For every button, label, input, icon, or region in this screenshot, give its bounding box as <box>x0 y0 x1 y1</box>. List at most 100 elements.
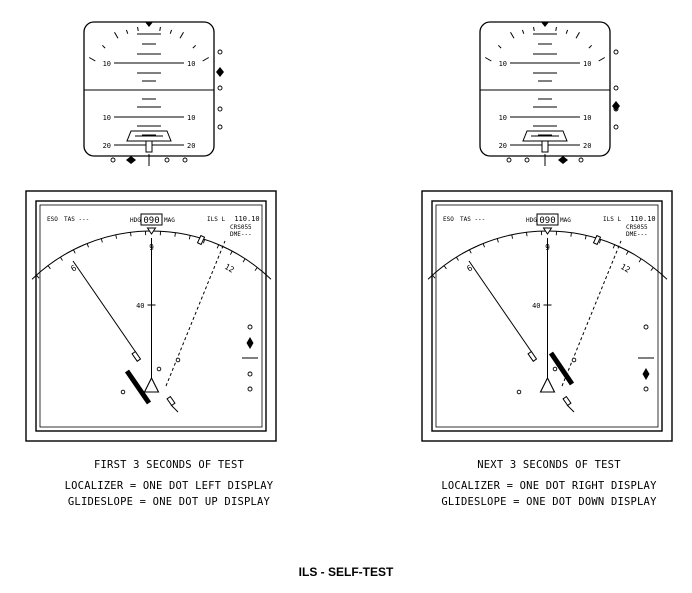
pitch-label: 10 <box>583 60 591 68</box>
pitch-label: 10 <box>583 114 591 122</box>
glideslope-dot <box>217 49 223 55</box>
course-tail-line <box>566 404 575 413</box>
heading-readout: 090 <box>539 216 555 226</box>
glideslope-dot <box>613 124 619 130</box>
tas-readout: TAS --- <box>64 216 89 223</box>
roll-tick <box>555 26 557 32</box>
panel-1-glideslope-caption: GLIDESLOPE = ONE DOT UP DISPLAY <box>67 496 271 508</box>
roll-tick <box>533 26 535 32</box>
glideslope-diamond-icon <box>642 368 650 380</box>
pitch-label: 20 <box>187 142 195 150</box>
course-tail-marker-icon <box>166 395 176 407</box>
course-tail-marker-icon <box>562 395 572 407</box>
course-deviation-dot <box>552 366 558 372</box>
glideslope-dot <box>217 106 223 112</box>
pitch-label: 20 <box>499 142 507 150</box>
roll-tick <box>588 44 593 49</box>
course-deviation-dot <box>156 366 162 372</box>
compass-tick <box>469 249 472 254</box>
course-deviation-dot <box>175 357 181 363</box>
glideslope-diamond-icon <box>612 101 620 111</box>
course-deviation-dot <box>120 389 126 395</box>
compass-label: 12 <box>223 262 236 275</box>
compass-tick <box>496 238 499 243</box>
pitch-label: 10 <box>103 60 111 68</box>
roll-tick <box>114 31 119 39</box>
tas-readout: TAS --- <box>460 216 485 223</box>
pitch-label: 10 <box>499 114 507 122</box>
glideslope-diamond-icon <box>246 337 254 349</box>
roll-tick <box>565 29 569 34</box>
compass-tick <box>188 235 191 240</box>
panel-1-phase-caption: FIRST 3 SECONDS OF TEST <box>94 459 244 471</box>
pitch-label: 10 <box>187 60 195 68</box>
course-head-marker-icon <box>196 234 206 246</box>
ground-speed-readout: ESO <box>443 216 454 223</box>
compass-tick <box>115 234 118 239</box>
panel-2-phase-caption: NEXT 3 SECONDS OF TEST <box>477 459 621 471</box>
localizer-dot <box>524 157 530 163</box>
aircraft-symbol <box>522 130 568 142</box>
frequency-readout: 110.10 <box>234 215 259 223</box>
glideslope-dot <box>217 85 223 91</box>
roll-tick <box>179 31 184 39</box>
localizer-dot <box>110 157 116 163</box>
compass-tick <box>625 250 629 255</box>
course-arrow-tail-icon <box>131 350 142 362</box>
compass-tick <box>254 267 258 271</box>
localizer-diamond-icon <box>558 156 568 164</box>
compass-tick <box>86 243 89 248</box>
panel-2-localizer-caption: LOCALIZER = ONE DOT RIGHT DISPLAY <box>441 480 657 492</box>
roll-pointer-icon <box>145 22 153 27</box>
compass-label: 12 <box>619 262 632 275</box>
rising-runway-icon <box>145 140 153 153</box>
hdg-label: HDG <box>526 217 537 224</box>
roll-tick <box>575 31 580 39</box>
panel-2-glideslope-caption: GLIDESLOPE = ONE DOT DOWN DISPLAY <box>441 496 657 508</box>
compass-tick <box>202 239 206 244</box>
glideslope-dot <box>613 49 619 55</box>
compass-tick <box>511 234 514 239</box>
glideslope-dot <box>217 124 223 130</box>
ground-speed-readout: ESO <box>47 216 58 223</box>
compass-tick <box>650 267 654 271</box>
course-deviation-bar <box>124 369 152 405</box>
roll-tick <box>598 57 606 62</box>
course-extension-line <box>165 240 226 387</box>
heading-box <box>536 213 559 226</box>
glideslope-dot <box>643 386 649 392</box>
heading-box <box>140 213 163 226</box>
frequency-readout: 110.10 <box>630 215 655 223</box>
roll-tick <box>192 44 197 49</box>
roll-tick <box>169 29 173 34</box>
glideslope-dot <box>247 386 253 392</box>
compass-tick <box>229 250 233 255</box>
range-label: 40 <box>136 302 144 310</box>
nav-mode-readout: ILS L <box>603 216 621 223</box>
roll-tick <box>159 26 161 32</box>
compass-tick <box>242 258 246 263</box>
compass-label: 6 <box>69 263 78 273</box>
compass-label: 6 <box>465 263 474 273</box>
compass-tick <box>216 244 220 249</box>
roll-tick <box>521 29 525 34</box>
course-deviation-dot <box>571 357 577 363</box>
range-label: 40 <box>532 302 540 310</box>
course-readout: CRS055 <box>626 224 648 231</box>
compass-tick <box>47 265 51 270</box>
compass-tick <box>482 243 485 248</box>
localizer-dot <box>182 157 188 163</box>
dme-readout: DME--- <box>230 231 252 238</box>
glideslope-dot <box>247 371 253 377</box>
roll-tick <box>101 44 106 49</box>
compass-tick <box>612 244 616 249</box>
course-deviation-bar <box>548 351 575 386</box>
localizer-dot <box>164 157 170 163</box>
roll-tick <box>202 57 210 62</box>
roll-tick <box>497 44 502 49</box>
pitch-label: 20 <box>103 142 111 150</box>
rising-runway-icon <box>541 140 549 153</box>
